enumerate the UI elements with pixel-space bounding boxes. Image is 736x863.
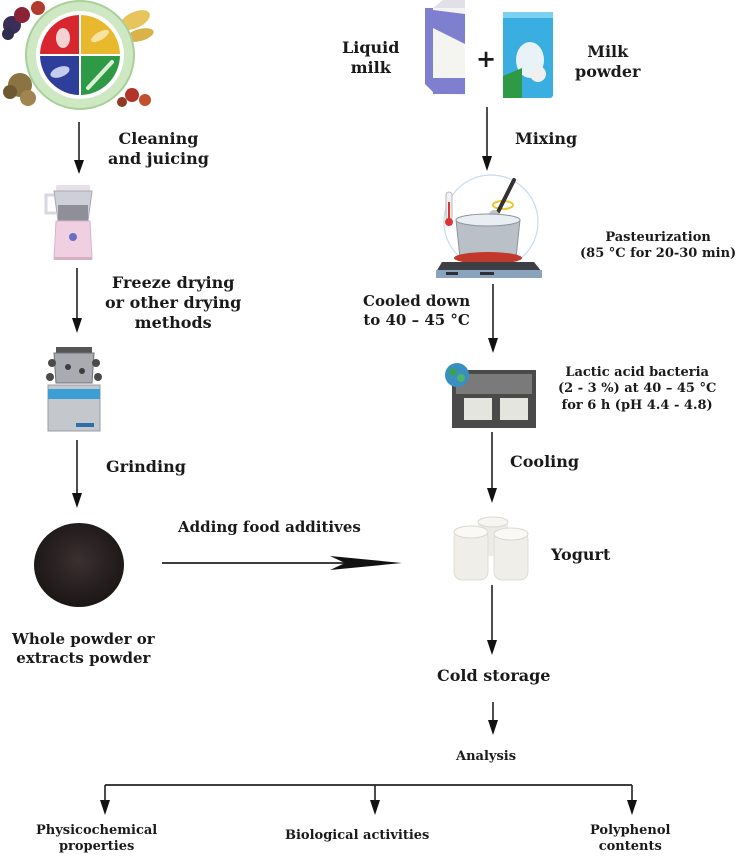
arrowhead-additives xyxy=(330,556,402,570)
liquid-milk-label: Liquid milk xyxy=(342,38,399,78)
pasteurization-label-line: Pasteurization xyxy=(605,230,711,245)
step-label-line: and juicing xyxy=(108,149,209,168)
arrowhead-grinding xyxy=(72,493,82,508)
arrowhead-cooling xyxy=(487,488,497,503)
arrowhead-cleaning xyxy=(74,160,84,174)
cold-storage-label: Cold storage xyxy=(437,666,551,685)
connector-label: Adding food additives xyxy=(178,518,361,536)
step-label-line: Cleaning xyxy=(118,129,199,148)
powder-label-line: extracts powder xyxy=(16,648,151,667)
arrowhead-polyphenol xyxy=(627,800,637,815)
flow-arrows xyxy=(72,107,637,815)
powder-pile-icon xyxy=(34,523,124,607)
step-label-mixing: Mixing xyxy=(515,129,578,148)
cooled-label-line: to 40 – 45 °C xyxy=(363,310,470,329)
branch-label-line: Polyphenol xyxy=(590,823,671,838)
milk-powder-label: Milk powder xyxy=(575,42,640,82)
plus-sign: + xyxy=(476,44,497,73)
arrowhead-mixing xyxy=(482,156,492,171)
branch-label-line: Physicochemical xyxy=(36,823,158,838)
step-label-line: Freeze drying xyxy=(111,273,235,292)
freeze-dryer-icon xyxy=(46,347,102,432)
step-label-line: or other drying xyxy=(105,293,242,312)
cooled-label-line: Cooled down xyxy=(363,292,471,310)
step-label-cooling: Cooling xyxy=(510,452,580,471)
analysis-branch-physicochemical: Physicochemical properties xyxy=(36,823,157,856)
analysis-branch-polyphenol: Polyphenol contents xyxy=(590,823,670,856)
liquid-milk-label-line: milk xyxy=(350,58,391,77)
powder-label: Whole powder or extracts powder xyxy=(12,630,155,668)
branch-label-line: properties xyxy=(58,839,135,855)
fermentation-label-line: (2 - 3 %) at 40 – 45 °C xyxy=(558,381,717,397)
arrowhead-analysis xyxy=(488,720,498,735)
arrowhead-physicochemical xyxy=(100,800,110,815)
milk-powder-bag-icon xyxy=(503,12,553,98)
juicer-blender-icon xyxy=(44,185,93,260)
step-label-line: methods xyxy=(134,313,212,332)
step-label-drying: Freeze drying or other drying methods xyxy=(105,273,241,333)
yogurt-label: Yogurt xyxy=(551,545,611,564)
analysis-title: Analysis xyxy=(456,749,517,764)
analysis-branch-biological: Biological activities xyxy=(285,828,429,844)
yogurt-cups-icon xyxy=(453,516,529,581)
step-label-grinding: Grinding xyxy=(106,457,186,476)
milk-powder-label-line: Milk xyxy=(587,42,629,61)
step-label-cleaning: Cleaning and juicing xyxy=(108,129,209,169)
liquid-milk-label-line: Liquid xyxy=(342,38,400,57)
milk-carton-icon xyxy=(425,0,465,96)
healthy-plate-fruits-vegetables-icon xyxy=(2,0,154,110)
pasteurization-label-line: (85 °C for 20-30 min) xyxy=(580,246,736,262)
branch-label-line: Biological activities xyxy=(285,828,430,843)
arrowhead-biological xyxy=(370,800,380,815)
pasteurization-pot-icon xyxy=(436,174,542,278)
arrowhead-drying xyxy=(72,318,82,333)
arrowhead-cooled xyxy=(488,338,498,353)
fermentation-tanks-icon xyxy=(445,363,536,428)
pasteurization-label: Pasteurization (85 °C for 20-30 min) xyxy=(580,230,736,263)
cooled-label: Cooled down to 40 – 45 °C xyxy=(363,292,470,330)
milk-powder-label-line: powder xyxy=(575,62,641,81)
arrowhead-storage xyxy=(487,640,497,655)
branch-label-line: contents xyxy=(598,839,662,855)
powder-label-line: Whole powder or xyxy=(12,630,155,648)
fermentation-label-line: for 6 h (pH 4.4 - 4.8) xyxy=(561,397,713,413)
fermentation-label: Lactic acid bacteria (2 - 3 %) at 40 – 4… xyxy=(558,365,716,414)
fermentation-label-line: Lactic acid bacteria xyxy=(565,365,709,380)
